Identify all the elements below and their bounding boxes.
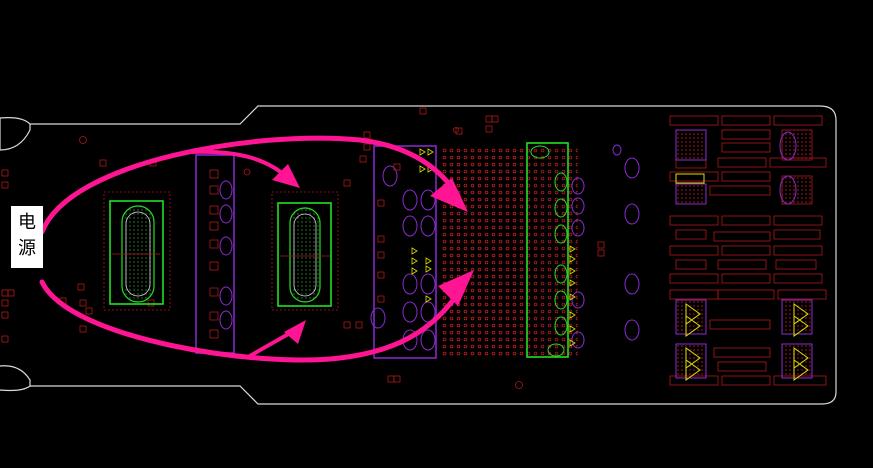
arrow-heads bbox=[272, 164, 474, 344]
connector-green bbox=[526, 142, 585, 358]
power-label-line1: 电 bbox=[18, 212, 36, 233]
board-outline bbox=[0, 105, 837, 405]
left-edge-pads bbox=[1, 136, 251, 343]
mid-pads bbox=[343, 107, 605, 389]
power-label-line2: 源 bbox=[18, 238, 36, 259]
bga-via-grid bbox=[440, 146, 528, 358]
power-flow-arrow-lower bbox=[39, 279, 465, 363]
arrowhead-lower bbox=[438, 270, 474, 306]
triangle-marker-group bbox=[685, 303, 809, 381]
power-label: 电 源 bbox=[11, 206, 43, 268]
highlight-pad bbox=[675, 173, 705, 184]
power-flow-arrow-upper bbox=[39, 135, 461, 235]
crystal-2 bbox=[271, 191, 339, 311]
arrowhead-branch-lower bbox=[284, 320, 306, 344]
crystal-1 bbox=[103, 191, 171, 311]
arrowhead-upper bbox=[430, 178, 468, 212]
power-flow-arrows bbox=[39, 135, 465, 363]
component-array bbox=[669, 115, 827, 386]
arrowhead-branch-upper bbox=[272, 164, 300, 188]
connector-1 bbox=[195, 154, 235, 354]
power-flow-arrow-branch-upper bbox=[188, 149, 292, 182]
mounting-holes bbox=[612, 144, 640, 341]
connector-2 bbox=[370, 145, 437, 359]
